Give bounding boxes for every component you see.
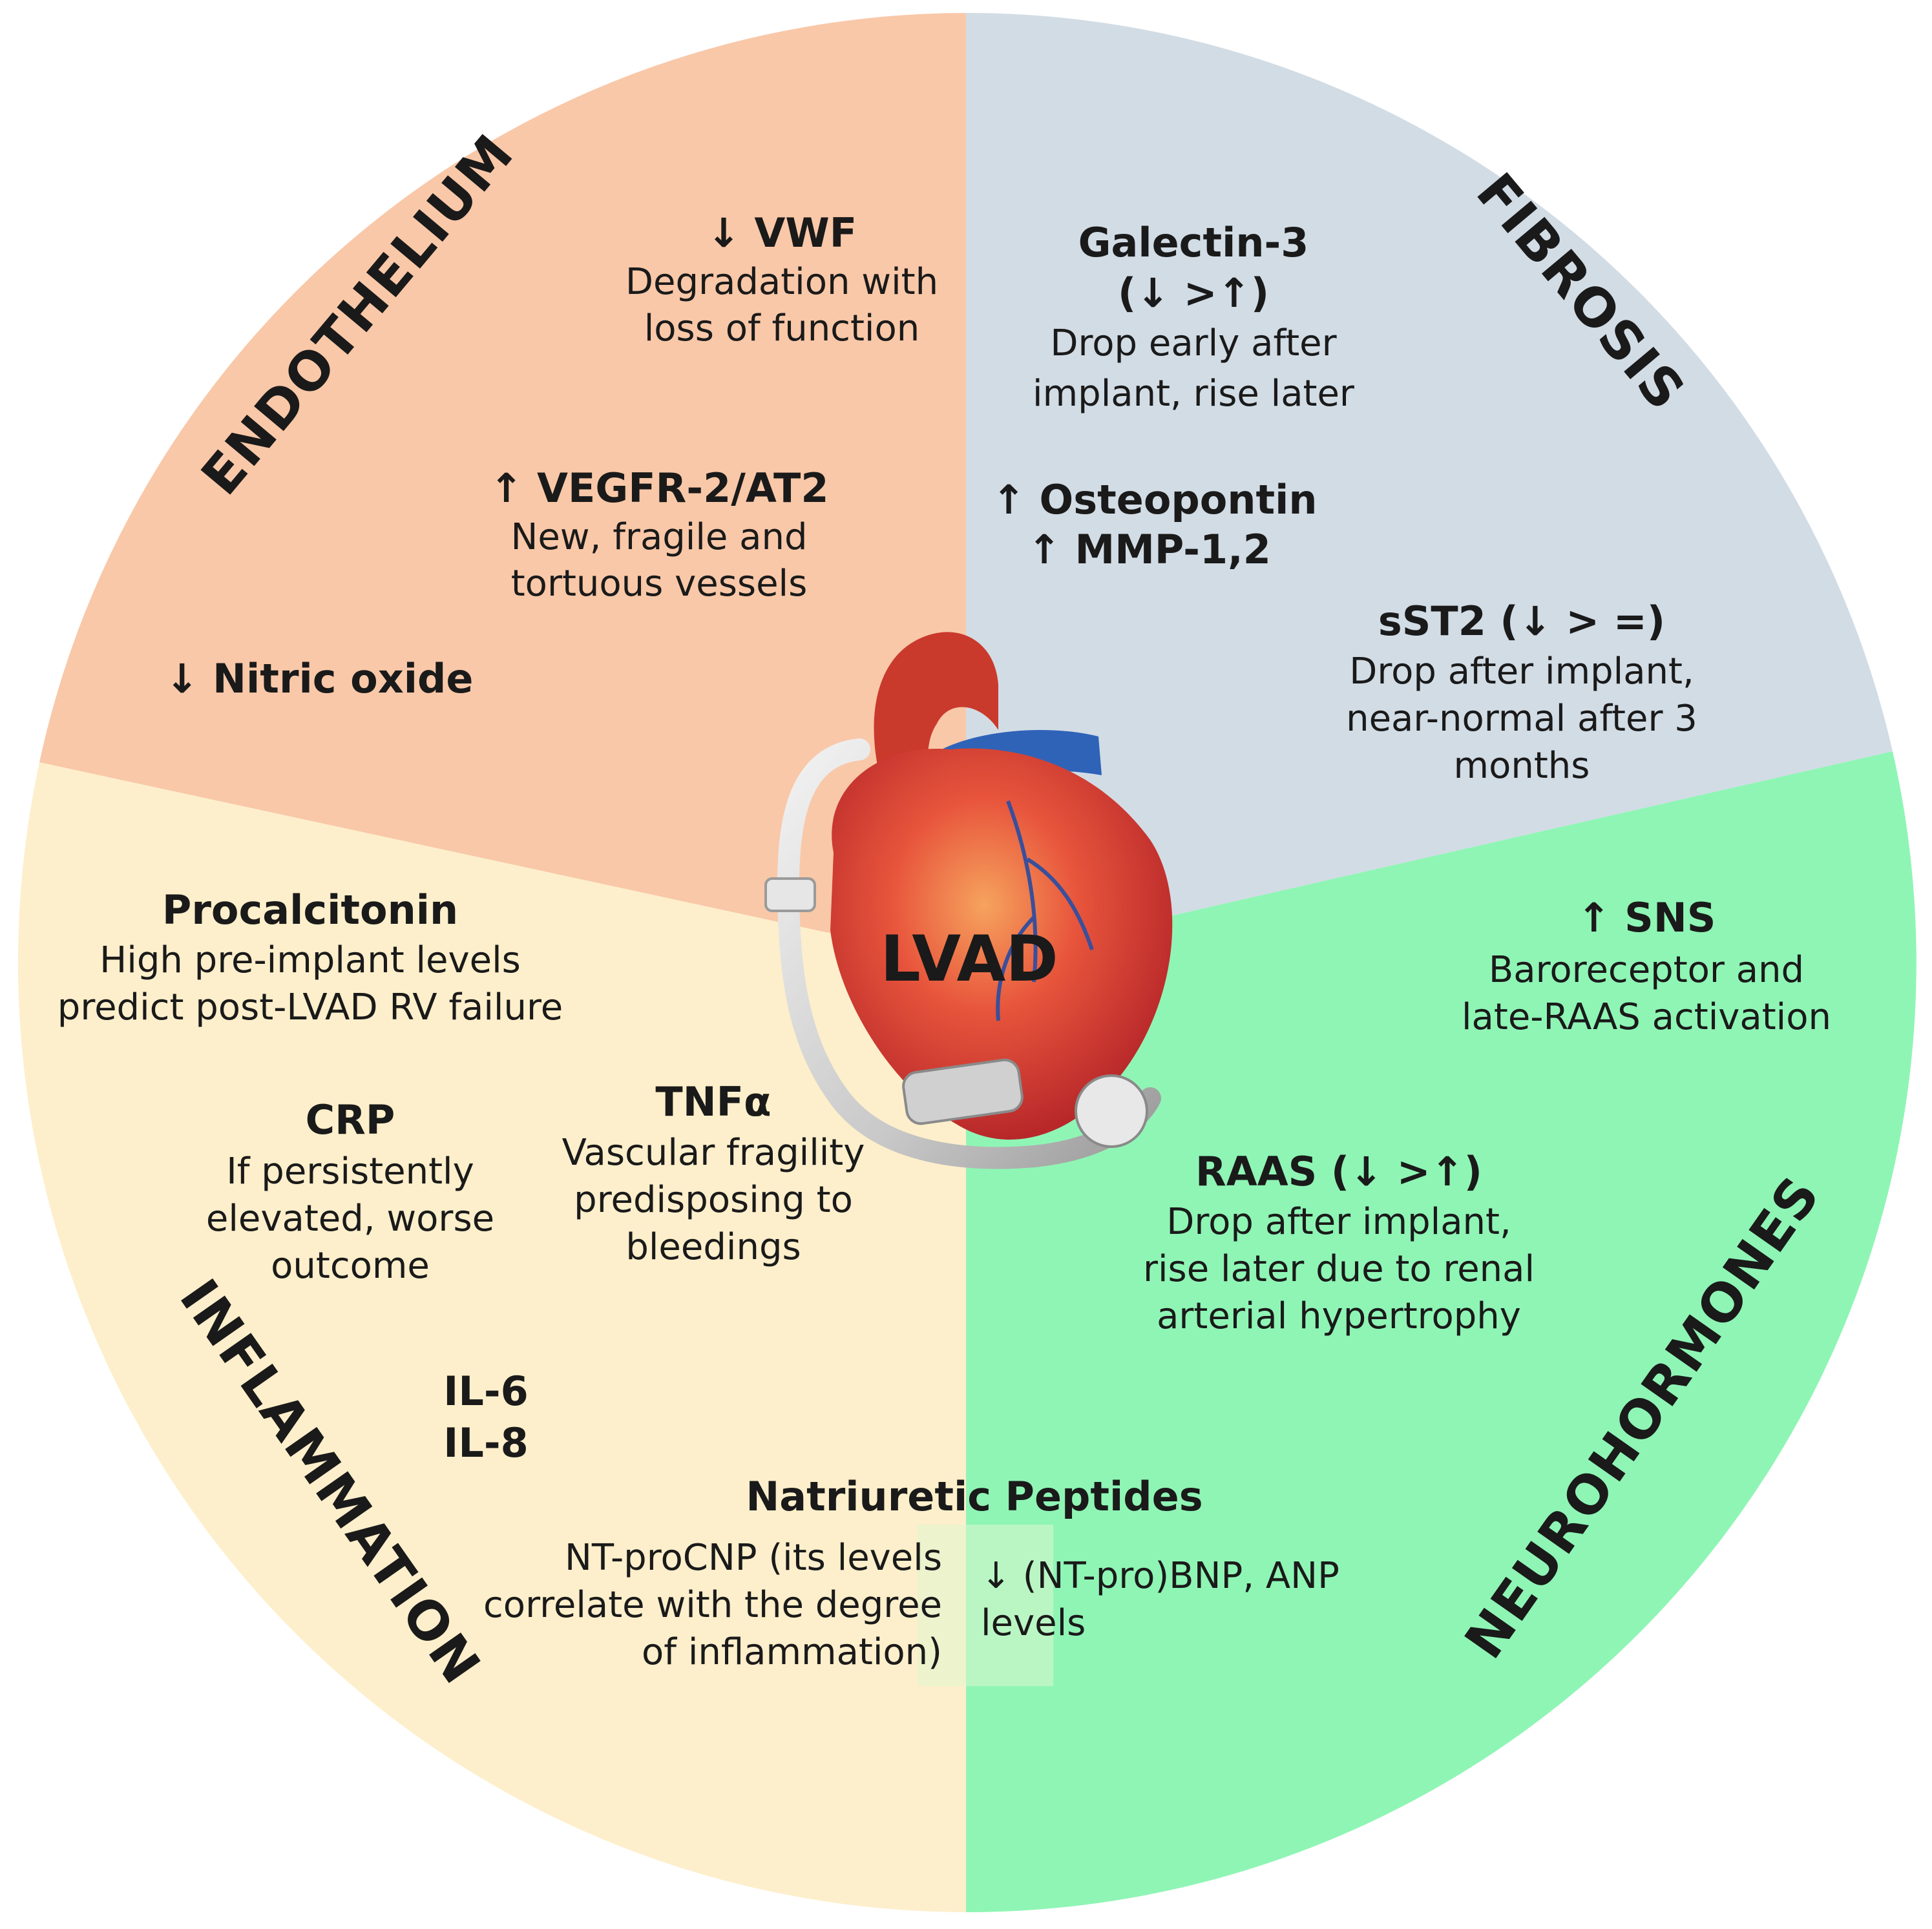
crp-line: outcome (271, 1245, 430, 1287)
sns-block: ↑ SNS Baroreceptor and late-RAAS activat… (1462, 894, 1831, 1038)
heart-icon (830, 748, 1173, 1140)
sst2-heading: sST2 (↓ > =) (1378, 598, 1665, 645)
galectin-trend: (↓ >↑) (1118, 269, 1269, 317)
sns-line: Baroreceptor and (1489, 949, 1804, 991)
natriuretic-block: Natriuretic Peptides NT-proCNP (its leve… (483, 1473, 1339, 1673)
fibrosis-sector (966, 12, 1893, 963)
procalcitonin-line: predict post-LVAD RV failure (58, 986, 563, 1028)
procalcitonin-heading: Procalcitonin (162, 886, 458, 933)
raas-line: Drop after implant, (1166, 1201, 1511, 1243)
sst2-line: Drop after implant, (1349, 651, 1694, 693)
natriuretic-blend (918, 1525, 1053, 1686)
osteopontin-heading: ↑ Osteopontin (992, 476, 1318, 523)
tnf-line: Vascular fragility (562, 1132, 865, 1174)
center-label: LVAD (880, 923, 1058, 996)
sst2-line: months (1454, 745, 1590, 787)
raas-heading: RAAS (↓ >↑) (1195, 1148, 1482, 1195)
vwf-line: loss of function (644, 308, 920, 349)
galectin-line: implant, rise later (1033, 373, 1355, 415)
endothelium-sector (39, 13, 966, 963)
vegfr-block: ↑ VEGFR-2/AT2 New, fragile and tortuous … (490, 464, 829, 605)
tnf-line: bleedings (625, 1226, 801, 1268)
natriuretic-heading: Natriuretic Peptides (746, 1473, 1202, 1520)
sns-line: late-RAAS activation (1462, 996, 1831, 1038)
aorta-icon (874, 632, 998, 775)
vwf-heading: ↓ VWF (707, 209, 857, 256)
sns-heading: ↑ SNS (1577, 894, 1716, 941)
pump-body-icon (902, 1058, 1024, 1125)
galectin-line: Drop early after (1050, 322, 1337, 364)
raas-line: rise later due to renal (1143, 1248, 1535, 1290)
procalcitonin-block: Procalcitonin High pre-implant levels pr… (58, 886, 563, 1028)
raas-block: RAAS (↓ >↑) Drop after implant, rise lat… (1143, 1148, 1535, 1337)
interleukin-block: IL-6 IL-8 (443, 1368, 528, 1466)
vwf-line: Degradation with (625, 261, 938, 303)
crp-block: CRP If persistently elevated, worse outc… (206, 1096, 494, 1287)
sst2-block: sST2 (↓ > =) Drop after implant, near-no… (1346, 598, 1697, 787)
galectin-block: Galectin-3 (↓ >↑) Drop early after impla… (1033, 219, 1355, 415)
neurohormones-sector (966, 751, 1916, 1913)
natriuretic-right-line: levels (981, 1602, 1086, 1644)
vegfr-heading: ↑ VEGFR-2/AT2 (490, 464, 829, 512)
natriuretic-right-line: ↓ (NT-pro)BNP, ANP (981, 1555, 1339, 1597)
galectin-heading: Galectin-3 (1078, 219, 1309, 266)
osteopontin-block: ↑ Osteopontin ↑ MMP-1,2 (992, 476, 1318, 573)
outflow-graft-icon (777, 738, 1161, 1169)
crp-line: If persistently (226, 1151, 474, 1193)
pump-inflow-icon (1075, 1074, 1148, 1148)
procalcitonin-line: High pre-implant levels (100, 939, 521, 981)
vegfr-line: tortuous vessels (511, 563, 808, 605)
graft-clamp-icon (764, 877, 816, 912)
natriuretic-left-line: correlate with the degree (483, 1584, 942, 1626)
il8-heading: IL-8 (443, 1419, 528, 1466)
tnf-line: predisposing to (574, 1179, 853, 1221)
tnf-heading: TNFα (655, 1078, 771, 1125)
il6-heading: IL-6 (443, 1368, 528, 1415)
inflammation-sector (17, 762, 967, 1912)
natriuretic-left-line: of inflammation) (642, 1631, 942, 1673)
crp-line: elevated, worse (206, 1198, 494, 1240)
nitric-oxide-heading: ↓ Nitric oxide (165, 655, 474, 702)
raas-line: arterial hypertrophy (1157, 1295, 1521, 1337)
coronary-vessel-icon (996, 800, 1094, 1021)
crp-heading: CRP (306, 1096, 395, 1143)
heart-lvad-illustration (764, 632, 1173, 1169)
vwf-block: ↓ VWF Degradation with loss of function (625, 209, 938, 349)
vegfr-line: New, fragile and (510, 516, 807, 558)
tnf-block: TNFα Vascular fragility predisposing to … (562, 1078, 865, 1268)
natriuretic-left-line: NT-proCNP (its levels (565, 1537, 942, 1579)
mmp-heading: ↑ MMP-1,2 (1027, 526, 1271, 573)
sst2-line: near-normal after 3 (1346, 698, 1697, 740)
